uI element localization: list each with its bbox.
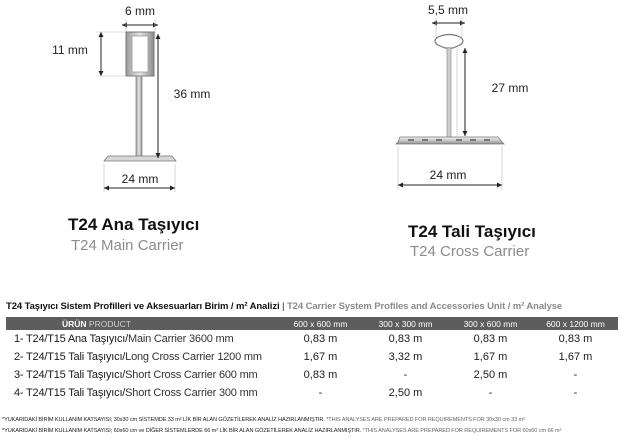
row-name: 2- T24/T15 Tali Taşıyıcı/Long Cross Carr… bbox=[6, 348, 278, 366]
table-title-tr: T24 Taşıyıcı Sistem Profilleri ve Aksesu… bbox=[6, 301, 280, 312]
table-row: 1- T24/T15 Ana Taşıyıcı/Main Carrier 360… bbox=[6, 330, 618, 348]
cross-carrier-web bbox=[446, 47, 452, 139]
cell-value: 1,67 m bbox=[558, 351, 593, 363]
cell-value: 2,50 m bbox=[388, 387, 423, 399]
table-title-en: T24 Carrier System Profiles and Accessor… bbox=[286, 301, 563, 312]
footnote-2: *YUKARIDAKİ BİRİM KULLANIM KATSAYISI; 60… bbox=[2, 428, 561, 434]
cell-value: - bbox=[573, 369, 578, 381]
cross-width-top-label: 5,5 mm bbox=[428, 3, 468, 17]
cell-value: - bbox=[488, 387, 493, 399]
footnote-2-tr: *YUKARIDAKİ BİRİM KULLANIM KATSAYISI; 60… bbox=[2, 428, 362, 434]
table-row: 3- T24/T15 Tali Taşıyıcı/Short Cross Car… bbox=[6, 366, 618, 384]
main-head-height-label: 11 mm bbox=[52, 43, 88, 57]
row-name: 1- T24/T15 Ana Taşıyıcı/Main Carrier 360… bbox=[6, 330, 278, 348]
cell-value: 0,83 m bbox=[388, 333, 423, 345]
row-name-tr: 4- T24/T15 Tali Taşıyıcı/ bbox=[14, 387, 126, 399]
cell-value: - bbox=[403, 369, 408, 381]
main-carrier-subtitle: T24 Main Carrier bbox=[71, 237, 184, 254]
cell-value: 3,32 m bbox=[388, 351, 423, 363]
cross-total-height-label: 27 mm bbox=[492, 81, 529, 95]
cross-carrier-base bbox=[395, 136, 505, 145]
row-name-en: Main Carrier 3600 mm bbox=[128, 333, 234, 345]
table-title: T24 Taşıyıcı Sistem Profilleri ve Aksesu… bbox=[6, 301, 562, 312]
table-row: 2- T24/T15 Tali Taşıyıcı/Long Cross Carr… bbox=[6, 348, 618, 366]
cross-carrier-head bbox=[434, 33, 464, 49]
row-name-tr: 1- T24/T15 Ana Taşıyıcı/ bbox=[14, 333, 129, 345]
footnote-2-en: *THIS ANALYSES ARE PREPARED FOR REQUIREM… bbox=[361, 428, 562, 434]
header-product-en: PRODUCT bbox=[86, 318, 131, 329]
cell-value: 2,50 m bbox=[473, 369, 508, 381]
cell-value: - bbox=[318, 387, 323, 399]
row-name-en: Short Cross Carrier 300 mm bbox=[125, 387, 258, 399]
footnote-1-tr: *YUKARIDAKİ BİRİM KULLANIM KATSAYISI; 30… bbox=[2, 417, 325, 423]
cross-carrier-subtitle: T24 Cross Carrier bbox=[410, 243, 530, 260]
table-header-row: ÜRÜN PRODUCT 600 x 600 mm 300 x 300 mm 3… bbox=[6, 317, 618, 330]
cell-value: - bbox=[573, 387, 578, 399]
cell-value: 0,83 m bbox=[303, 333, 338, 345]
main-carrier-title: T24 Ana Taşıyıcı bbox=[68, 215, 200, 234]
row-name-en: Short Cross Carrier 600 mm bbox=[125, 369, 258, 381]
cell-value: 0,83 m bbox=[473, 333, 508, 345]
cross-carrier-drawing: 5,5 mm 27 mm 24 mm bbox=[395, 3, 529, 190]
table-title-separator: | bbox=[279, 301, 287, 312]
table-row: 4- T24/T15 Tali Taşıyıcı/Short Cross Car… bbox=[6, 384, 618, 402]
header-product-tr: ÜRÜN bbox=[62, 318, 87, 329]
main-base-width-label: 24 mm bbox=[122, 172, 159, 186]
row-name-tr: 2- T24/T15 Tali Taşıyıcı/ bbox=[14, 351, 126, 363]
main-carrier-base bbox=[103, 155, 177, 162]
row-name: 3- T24/T15 Tali Taşıyıcı/Short Cross Car… bbox=[6, 366, 278, 384]
row-name-en: Long Cross Carrier 1200 mm bbox=[125, 351, 262, 363]
cell-value: 1,67 m bbox=[473, 351, 508, 363]
cross-base-width-label: 24 mm bbox=[430, 168, 467, 182]
main-width-top-label: 6 mm bbox=[125, 4, 155, 18]
cell-value: 0,83 m bbox=[303, 369, 338, 381]
main-carrier-web bbox=[135, 75, 143, 157]
header-col-600x600: 600 x 600 mm bbox=[278, 317, 363, 330]
footnote-1-en: *THIS ANALYSES ARE PREPARED FOR REQUIREM… bbox=[324, 417, 525, 423]
row-name: 4- T24/T15 Tali Taşıyıcı/Short Cross Car… bbox=[6, 384, 278, 402]
header-col-600x1200: 600 x 1200 mm bbox=[533, 317, 618, 330]
main-total-height-label: 36 mm bbox=[174, 87, 211, 101]
row-name-tr: 3- T24/T15 Tali Taşıyıcı/ bbox=[14, 369, 126, 381]
header-col-300x600: 300 x 600 mm bbox=[448, 317, 533, 330]
main-carrier-drawing: 6 mm 11 mm 36 mm 24 mm bbox=[52, 4, 211, 192]
cell-value: 1,67 m bbox=[303, 351, 338, 363]
footnote-1: *YUKARIDAKİ BİRİM KULLANIM KATSAYISI; 30… bbox=[2, 417, 525, 423]
header-product: ÜRÜN PRODUCT bbox=[6, 317, 278, 330]
analysis-table: ÜRÜN PRODUCT 600 x 600 mm 300 x 300 mm 3… bbox=[6, 317, 618, 402]
header-col-300x300: 300 x 300 mm bbox=[363, 317, 448, 330]
cross-carrier-title: T24 Tali Taşıyıcı bbox=[408, 222, 536, 241]
cell-value: 0,83 m bbox=[558, 333, 593, 345]
